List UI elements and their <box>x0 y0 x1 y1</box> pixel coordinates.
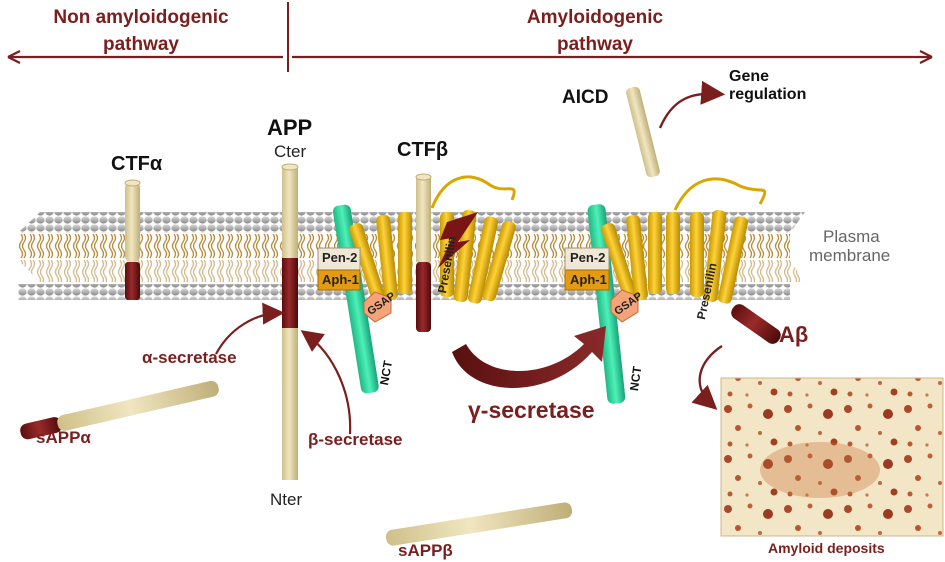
gene-regulation-line1: Gene <box>729 68 770 85</box>
pen2-label-left: Pen-2 <box>322 250 358 265</box>
aph1-label-left: Aph-1 <box>322 272 359 287</box>
pathway-arrows <box>7 2 933 72</box>
ctf-alpha-label: CTFα <box>111 153 163 175</box>
cleavage-lightning-icon <box>438 212 478 268</box>
non-amyloidogenic-label: Non amyloidogenic pathway <box>36 7 246 56</box>
gamma-secretase-label: γ-secretase <box>468 397 595 423</box>
right-arrowhead-icon <box>919 50 933 64</box>
alpha-secretase-label: α-secretase <box>142 348 237 367</box>
beta-secretase-label: β-secretase <box>308 430 403 449</box>
pen2-label-right: Pen-2 <box>570 250 606 265</box>
gamma-secretase-complex-right <box>564 177 767 404</box>
aicd-fragment <box>626 86 660 178</box>
aph1-label-right: Aph-1 <box>570 272 607 287</box>
non-amyloidogenic-line2: pathway <box>102 33 180 55</box>
aicd-label: AICD <box>562 87 609 108</box>
aggregation-arrow <box>691 344 723 410</box>
abeta-label: Aβ <box>779 322 809 347</box>
cter-label: Cter <box>274 142 307 161</box>
nter-label: Nter <box>270 490 303 509</box>
sapp-alpha-label: sAPPα <box>36 428 91 447</box>
abeta-peptide <box>731 304 781 344</box>
amyloidogenic-line1: Amyloidogenic <box>526 7 664 28</box>
plasma-membrane-line1: Plasma <box>823 227 880 246</box>
gamma-secretase-complex-left <box>317 175 516 394</box>
non-amyloidogenic-line1: Non amyloidogenic <box>53 7 229 28</box>
app-label: APP <box>267 115 313 140</box>
ctf-alpha-rod <box>124 179 141 300</box>
amyloid-deposits-image <box>720 377 944 537</box>
ctf-beta-rod <box>415 173 432 332</box>
amyloid-deposits-label: Amyloid deposits <box>768 540 885 556</box>
gene-regulation-label: Gene regulation <box>729 68 806 103</box>
gene-regulation-arrow <box>658 80 726 129</box>
sapp-alpha-rod <box>20 380 219 440</box>
amyloidogenic-line2: pathway <box>556 33 634 55</box>
app-rod <box>281 163 299 480</box>
amyloidogenic-label: Amyloidogenic pathway <box>510 7 680 56</box>
sapp-beta-label: sAPPβ <box>398 541 453 560</box>
plasma-membrane-label: Plasma membrane <box>809 227 891 265</box>
beta-secretase-arrow <box>300 330 352 435</box>
ctf-beta-label: CTFβ <box>397 139 449 161</box>
gamma-secretase-arrow <box>452 326 606 388</box>
gene-regulation-line2: regulation <box>729 85 807 103</box>
left-arrowhead-icon <box>7 50 21 64</box>
plasma-membrane-line2: membrane <box>809 245 891 265</box>
alpha-secretase-arrow <box>215 302 285 355</box>
sapp-beta-rod <box>385 502 573 546</box>
